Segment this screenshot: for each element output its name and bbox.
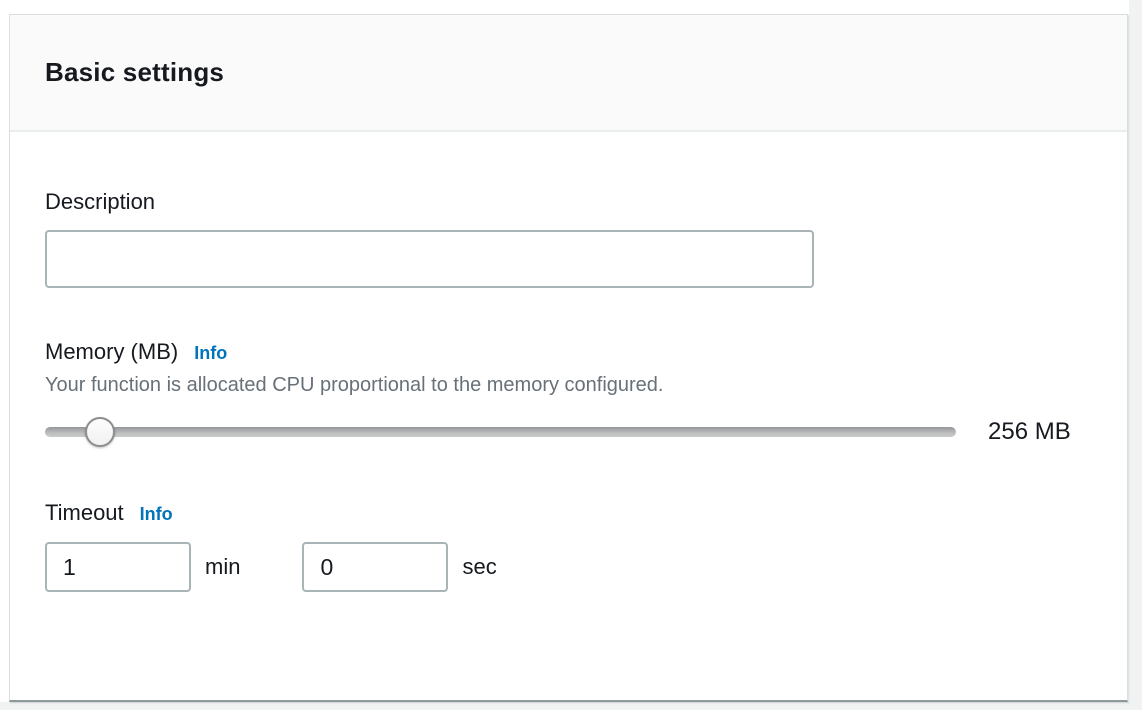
memory-slider[interactable]	[45, 417, 956, 447]
page-bottom-margin	[0, 702, 1142, 710]
memory-field-group: Memory (MB) Info Your function is alloca…	[45, 338, 1083, 447]
timeout-minutes-unit: min	[205, 554, 241, 579]
memory-label: Memory (MB)	[45, 339, 179, 364]
description-input[interactable]	[45, 230, 814, 288]
timeout-label-row: Timeout Info	[45, 499, 1083, 527]
memory-helper-text: Your function is allocated CPU proportio…	[45, 374, 664, 396]
basic-settings-panel: Basic settings Description Memory (MB) I…	[9, 14, 1128, 702]
timeout-seconds-unit: sec	[462, 554, 497, 579]
page-right-margin	[1129, 0, 1142, 710]
memory-slider-row: 256 MB	[45, 417, 1083, 447]
memory-slider-thumb[interactable]	[85, 417, 115, 447]
description-label: Description	[45, 189, 156, 214]
timeout-minutes-input[interactable]	[45, 542, 191, 592]
memory-slider-track[interactable]	[45, 427, 956, 437]
memory-info-link[interactable]: Info	[194, 343, 228, 363]
memory-label-row: Memory (MB) Info	[45, 338, 1083, 366]
timeout-inputs-row: min sec	[45, 542, 1083, 592]
panel-header: Basic settings	[10, 15, 1127, 132]
panel-title: Basic settings	[45, 57, 225, 87]
timeout-seconds-input[interactable]	[302, 542, 449, 592]
timeout-label: Timeout	[45, 500, 124, 525]
description-field-group: Description	[45, 188, 1083, 288]
panel-body: Description Memory (MB) Info Your functi…	[10, 188, 1127, 592]
timeout-info-link[interactable]: Info	[139, 504, 173, 524]
memory-value: 256 MB	[988, 418, 1071, 445]
timeout-field-group: Timeout Info min sec	[45, 499, 1083, 592]
